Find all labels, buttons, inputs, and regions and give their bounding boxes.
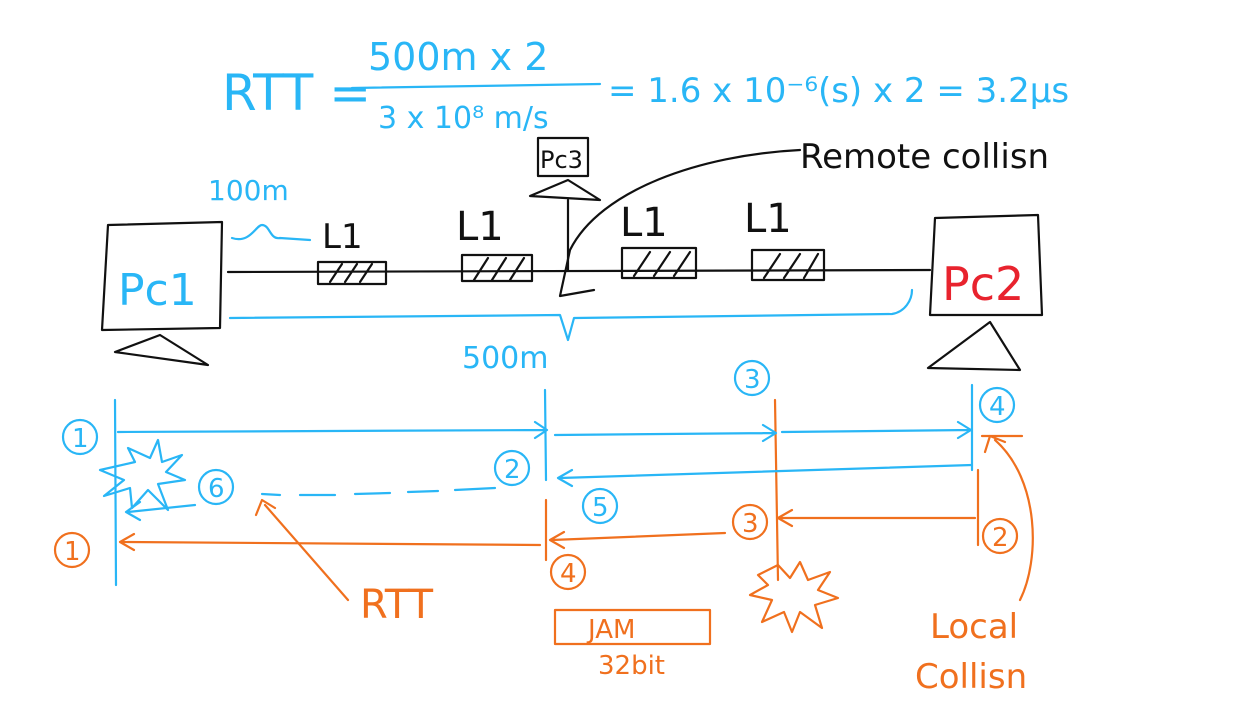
repeater-label-3: L1 xyxy=(620,200,668,246)
formula-lhs: RTT = xyxy=(222,64,371,122)
marker-blue-6 xyxy=(197,468,235,506)
pc2-label: Pc2 xyxy=(942,257,1024,311)
pc2-monitor xyxy=(928,213,1044,317)
marker-orange-1-label: 1 xyxy=(64,537,81,567)
blue-arrow-2 xyxy=(553,423,778,443)
pc2-computer: Pc2 xyxy=(926,213,1044,372)
marker-orange-2 xyxy=(981,517,1019,555)
pc3-collision-burst xyxy=(748,560,840,634)
formula-result: = 1.6 x 10⁻⁶(s) x 2 = 3.2μs xyxy=(608,71,1069,111)
marker-orange-3-label: 3 xyxy=(742,509,759,539)
marker-blue-6-label: 6 xyxy=(208,474,225,504)
blue-arrow-1 xyxy=(116,420,549,440)
bus-cable xyxy=(226,268,932,274)
jam-box xyxy=(553,608,712,646)
pc1-collision-burst xyxy=(98,438,187,512)
repeater-label-4: L1 xyxy=(744,196,792,242)
blue-return-arrow xyxy=(556,463,974,488)
pc1-stand xyxy=(113,333,210,367)
marker-orange-1 xyxy=(53,531,91,569)
marker-blue-2-label: 2 xyxy=(504,455,521,485)
orange-arrow-pc2-pc3 xyxy=(776,508,977,528)
pc1-computer: Pc1 xyxy=(100,220,224,367)
remote-collision-arrow xyxy=(558,148,802,298)
repeater-label-2: L1 xyxy=(456,204,504,250)
total-length-label: 500m xyxy=(462,341,548,376)
pc1-monitor xyxy=(100,220,224,332)
distance-annotations: 100m 500m xyxy=(208,174,914,376)
orange-markers: 1 2 3 4 xyxy=(53,503,1019,591)
rtt-formula: RTT = 500m x 2 3 x 10⁸ m/s = 1.6 x 10⁻⁶(… xyxy=(222,35,1069,136)
marker-blue-2 xyxy=(493,449,531,487)
pc3-monitor xyxy=(536,136,590,178)
marker-blue-1-label: 1 xyxy=(72,424,89,454)
jam-size-label: 32bit xyxy=(598,651,665,681)
marker-blue-5 xyxy=(581,487,619,525)
repeater-2 xyxy=(460,253,534,283)
pc3-computer: Pc3 xyxy=(528,136,602,272)
blue-arrow-3 xyxy=(780,420,973,440)
segment-brace xyxy=(230,223,312,242)
pc1-label: Pc1 xyxy=(118,265,197,316)
fraction-bar xyxy=(350,82,602,90)
repeaters: L1 L1 L1 L1 xyxy=(316,196,826,286)
marker-orange-2-label: 2 xyxy=(992,523,1009,553)
rtt-label: RTT xyxy=(360,582,434,628)
marker-orange-4 xyxy=(549,553,587,591)
rtt-pointer xyxy=(254,498,350,602)
marker-blue-3-label: 3 xyxy=(744,365,761,395)
marker-orange-3 xyxy=(731,503,769,541)
marker-blue-4-label: 4 xyxy=(989,392,1006,422)
marker-blue-5-label: 5 xyxy=(592,493,609,523)
marker-blue-4 xyxy=(978,386,1016,424)
marker-blue-3 xyxy=(733,359,771,397)
timeline-pc3-line xyxy=(773,398,780,582)
formula-denominator: 3 x 10⁸ m/s xyxy=(378,101,549,136)
remote-collision-label: Remote collisn xyxy=(800,137,1049,177)
blue-markers: 1 2 3 4 5 6 xyxy=(61,359,1016,525)
pc2-stand xyxy=(926,320,1022,372)
marker-orange-4-label: 4 xyxy=(560,559,577,589)
orange-arrow-pc3-mid xyxy=(548,530,727,550)
timeline-mid-line xyxy=(543,388,548,482)
repeater-1 xyxy=(316,260,388,286)
marker-blue-1 xyxy=(61,418,99,456)
segment-length-label: 100m xyxy=(208,174,289,207)
repeater-3 xyxy=(620,246,698,280)
repeater-4 xyxy=(750,248,826,282)
jam-signal: JAM 32bit xyxy=(553,608,712,681)
pc3-stand xyxy=(528,178,602,202)
remote-collision-annotation: Remote collisn xyxy=(558,137,1049,298)
orange-arrow-mid-pc1 xyxy=(118,532,542,552)
local-collision-arrow xyxy=(983,434,1034,602)
jam-label: JAM xyxy=(586,615,635,645)
repeater-label-1: L1 xyxy=(322,217,363,257)
local-collision-annotation: Local Collisn xyxy=(915,607,1027,697)
local-collision-line2: Collisn xyxy=(915,657,1027,697)
formula-numerator: 500m x 2 xyxy=(368,35,548,79)
total-length-brace xyxy=(228,288,914,342)
blue-dashed-return xyxy=(260,486,497,497)
pc3-label: Pc3 xyxy=(540,146,583,174)
local-collision-line1: Local xyxy=(930,607,1018,647)
